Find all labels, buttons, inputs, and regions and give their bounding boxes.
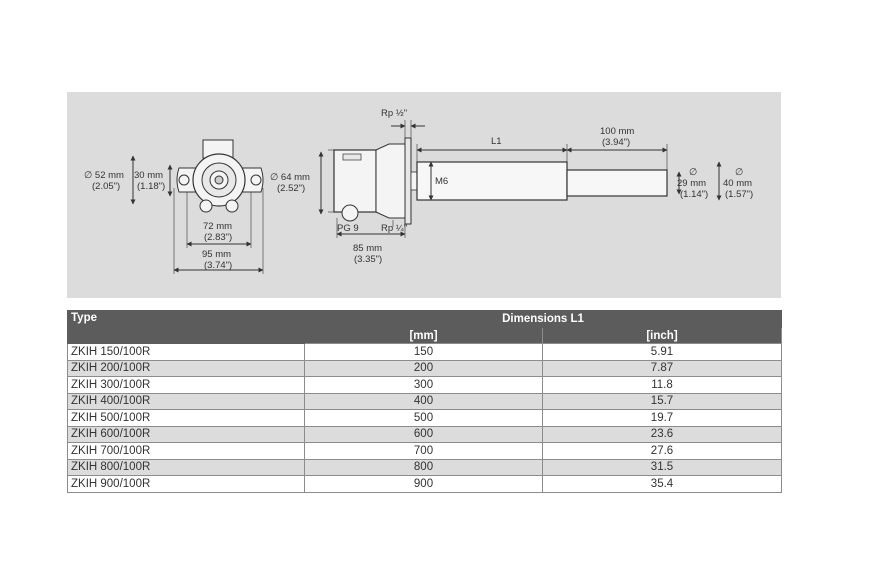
diameter40-symbol: ∅ bbox=[735, 167, 743, 178]
type-cell: ZKIH 150/100R bbox=[67, 343, 305, 361]
l1-label: L1 bbox=[491, 136, 502, 147]
type-cell: ZKIH 600/100R bbox=[67, 425, 305, 443]
side-view bbox=[318, 120, 722, 238]
type-column-header: Type bbox=[67, 310, 305, 344]
type-cell: ZKIH 200/100R bbox=[67, 359, 305, 377]
table-row: ZKIH 600/100R 600 23.6 bbox=[67, 425, 782, 443]
type-cell: ZKIH 300/100R bbox=[67, 376, 305, 394]
inch-cell: 23.6 bbox=[542, 425, 782, 443]
mm-cell: 600 bbox=[304, 425, 543, 443]
mm-unit-header: [mm] bbox=[304, 327, 543, 344]
technical-drawing: ∅ 52 mm (2.05") 30 mm (1.18") 72 mm (2.8… bbox=[67, 92, 781, 298]
mm-cell: 300 bbox=[304, 376, 543, 394]
mm-cell: 150 bbox=[304, 343, 543, 361]
gland-label: PG 9 bbox=[337, 223, 359, 234]
front-height-inch: (1.18") bbox=[137, 181, 165, 192]
side-length100-inch: (3.94") bbox=[602, 137, 630, 148]
table-unit-row: [mm] [inch] bbox=[68, 327, 782, 344]
mm-cell: 500 bbox=[304, 409, 543, 427]
inch-cell: 27.6 bbox=[542, 442, 782, 460]
side-length85-label: 85 mm bbox=[353, 243, 382, 254]
front-width95-label: 95 mm bbox=[202, 249, 231, 260]
diameter29-inch: (1.14") bbox=[680, 189, 708, 200]
table-row: ZKIH 400/100R 400 15.7 bbox=[67, 392, 782, 410]
dimensions-column-header: Dimensions L1 bbox=[304, 310, 782, 328]
mm-cell: 700 bbox=[304, 442, 543, 460]
front-width72-inch: (2.83") bbox=[204, 232, 232, 243]
front-width95-inch: (3.74") bbox=[204, 260, 232, 271]
type-cell: ZKIH 500/100R bbox=[67, 409, 305, 427]
table-row: ZKIH 200/100R 200 7.87 bbox=[67, 359, 782, 377]
bolt-label: M6 bbox=[435, 176, 448, 187]
mm-cell: 800 bbox=[304, 458, 543, 476]
dimension-drawing: ∅ 52 mm (2.05") 30 mm (1.18") 72 mm (2.8… bbox=[84, 108, 753, 274]
mm-cell: 200 bbox=[304, 359, 543, 377]
inch-cell: 5.91 bbox=[542, 343, 782, 361]
side-length85-inch: (3.35") bbox=[354, 254, 382, 265]
inch-cell: 35.4 bbox=[542, 475, 782, 493]
side-diameter64-label: ∅ 64 mm bbox=[270, 172, 310, 183]
diameter29-label: 29 mm bbox=[677, 178, 706, 189]
front-diameter-label: ∅ 52 mm bbox=[84, 170, 124, 181]
inch-cell: 15.7 bbox=[542, 392, 782, 410]
diameter40-inch: (1.57") bbox=[725, 189, 753, 200]
front-width72-label: 72 mm bbox=[203, 221, 232, 232]
inch-unit-header: [inch] bbox=[542, 327, 782, 344]
inch-cell: 19.7 bbox=[542, 409, 782, 427]
type-cell: ZKIH 700/100R bbox=[67, 442, 305, 460]
table-row: ZKIH 800/100R 800 31.5 bbox=[67, 458, 782, 476]
table-row: ZKIH 500/100R 500 19.7 bbox=[67, 409, 782, 427]
inch-cell: 11.8 bbox=[542, 376, 782, 394]
type-cell: ZKIH 400/100R bbox=[67, 392, 305, 410]
inch-cell: 7.87 bbox=[542, 359, 782, 377]
table-row: ZKIH 900/100R 900 35.4 bbox=[67, 475, 782, 493]
thread-top-label: Rp ½" bbox=[381, 108, 407, 119]
table-row: ZKIH 700/100R 700 27.6 bbox=[67, 442, 782, 460]
mm-cell: 400 bbox=[304, 392, 543, 410]
mm-cell: 900 bbox=[304, 475, 543, 493]
inch-cell: 31.5 bbox=[542, 458, 782, 476]
diameter29-symbol: ∅ bbox=[689, 167, 697, 178]
table-row: ZKIH 300/100R 300 11.8 bbox=[67, 376, 782, 394]
table-header-row: Type Dimensions L1 bbox=[67, 310, 782, 344]
diameter40-label: 40 mm bbox=[723, 178, 752, 189]
type-cell: ZKIH 900/100R bbox=[67, 475, 305, 493]
table-row: ZKIH 150/100R 150 5.91 bbox=[67, 343, 782, 361]
side-length100-label: 100 mm bbox=[600, 126, 634, 137]
front-view bbox=[130, 139, 264, 274]
side-diameter64-inch: (2.52") bbox=[277, 183, 305, 194]
thread-bottom-label: Rp ¼" bbox=[381, 223, 407, 234]
front-height-label: 30 mm bbox=[134, 170, 163, 181]
front-diameter-inch: (2.05") bbox=[92, 181, 120, 192]
type-cell: ZKIH 800/100R bbox=[67, 458, 305, 476]
dimensions-table: Type Dimensions L1 [mm] [inch] ZKIH 150/… bbox=[67, 310, 782, 493]
